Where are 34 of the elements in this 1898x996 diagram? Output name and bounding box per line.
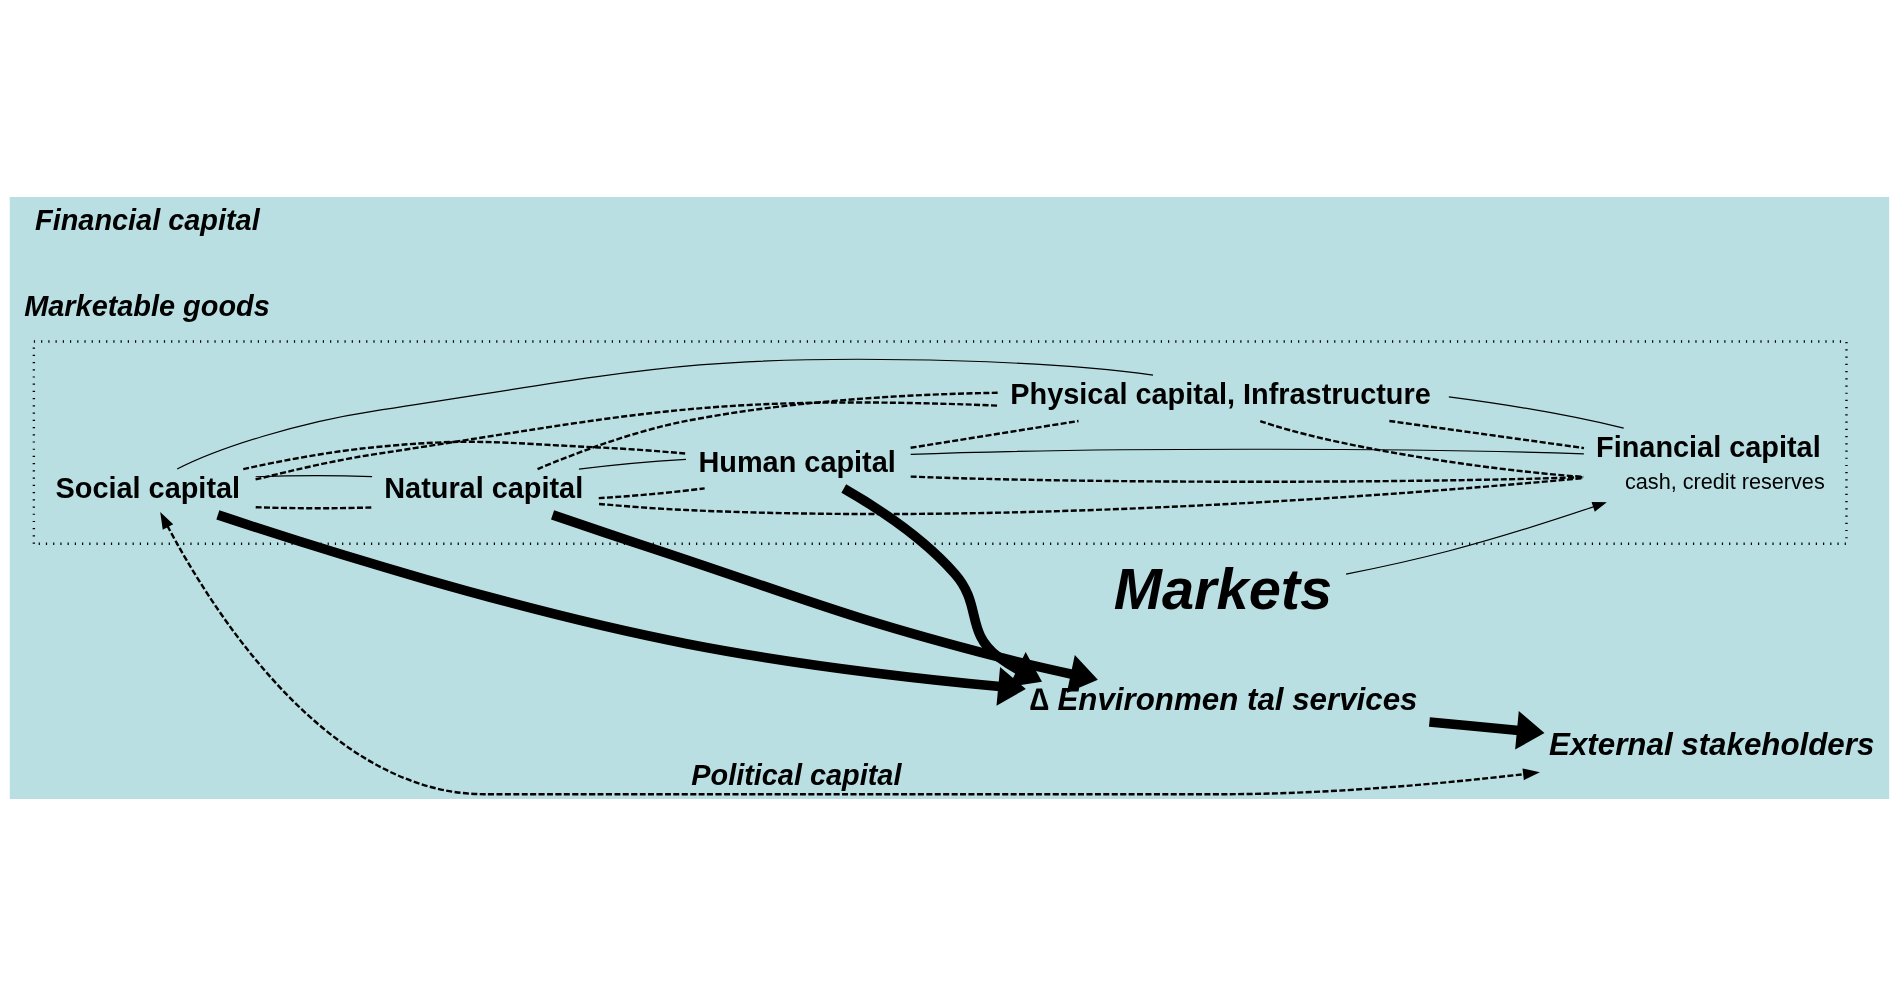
label: Financial capital (34, 203, 260, 236)
cluster (32, 340, 1848, 545)
connector (176, 358, 1154, 470)
connector (254, 401, 998, 481)
connector (909, 448, 1584, 455)
arrow (840, 484, 1042, 687)
connector (598, 476, 1584, 516)
arrow (1345, 502, 1607, 575)
label: Marketable goods (23, 290, 270, 323)
connector (598, 487, 705, 500)
connector (1388, 419, 1584, 450)
edge-label: Political capital (690, 758, 901, 791)
connector (242, 440, 686, 471)
arrow (215, 510, 1026, 706)
arrow (1428, 711, 1544, 750)
arrow (550, 510, 1098, 693)
node-text: Human capital (697, 445, 896, 478)
node-text: Physical capital, Infrastructure (1009, 378, 1431, 411)
node-text: Social capital (55, 472, 240, 505)
connector (1447, 396, 1624, 429)
connector (910, 475, 1584, 483)
connector (909, 419, 1079, 449)
connector (255, 506, 372, 510)
node-label: cash, credit reserves (1624, 468, 1825, 494)
connector (1259, 419, 1584, 479)
connector (536, 391, 998, 471)
node-text: ∆ Environmen tal services (1029, 681, 1417, 717)
connector (254, 475, 373, 478)
node-text: Financial capital (1595, 431, 1821, 464)
node-text: Natural capital (383, 472, 583, 505)
connector (577, 458, 687, 470)
node-text: External stakeholders (1548, 727, 1874, 763)
node-text: Markets (1113, 557, 1332, 622)
arrow (159, 511, 1540, 796)
